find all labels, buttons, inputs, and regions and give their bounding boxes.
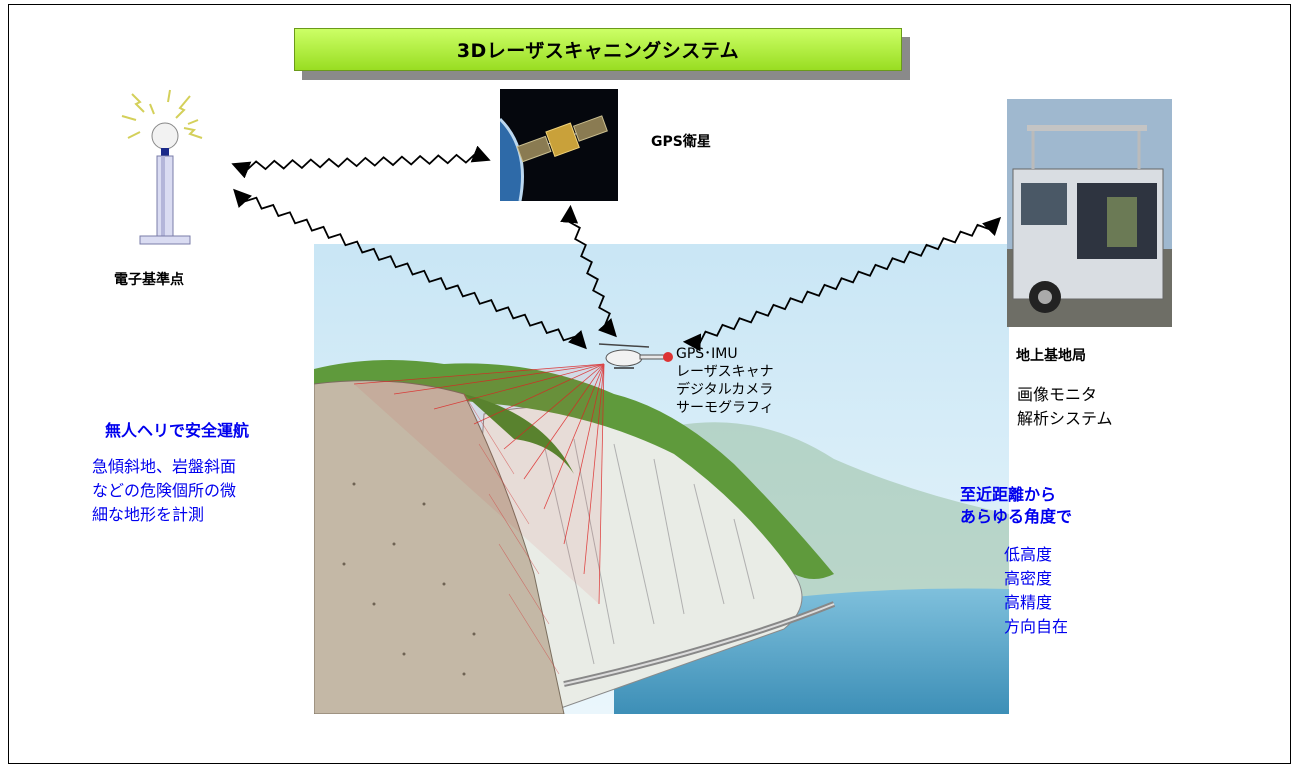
laser-fan (353, 363, 605, 605)
link-station-helicopter (233, 188, 587, 350)
right-item: 高密度 (1004, 569, 1053, 588)
right-item: 高精度 (1004, 593, 1053, 612)
ground-station-item: 画像モニタ (1017, 385, 1098, 404)
ground-station-van-icon (1007, 99, 1172, 327)
link-station-satellite (231, 145, 491, 179)
diagram-title: 3Dレーザスキャニングシステム (294, 28, 902, 71)
right-item: 低高度 (1004, 545, 1053, 564)
left-body-line: 細な地形を計測 (92, 505, 205, 524)
reference-station-icon (121, 89, 203, 245)
reference-point-label: 電子基準点 (114, 272, 184, 288)
gps-satellite-label: GPS衛星 (651, 134, 711, 150)
left-body-line: などの危険個所の微 (92, 481, 237, 500)
ground-station-item: 解析システム (1017, 409, 1113, 428)
left-body-line: 急傾斜地、岩盤斜面 (92, 457, 237, 476)
link-helicopter-ground-station (682, 216, 1002, 352)
helicopter-icon (598, 343, 673, 369)
communication-links (231, 145, 1002, 352)
heli-equipment-item: サーモグラフィ (676, 400, 774, 416)
heli-equipment-item: レーザスキャナ (676, 364, 774, 380)
link-satellite-helicopter (560, 204, 617, 338)
heli-equipment-item: デジタルカメラ (676, 382, 774, 398)
satellite-icon (500, 89, 618, 201)
ground-station-label: 地上基地局 (1016, 348, 1086, 364)
right-heading-line: 至近距離から (960, 485, 1057, 504)
right-heading-line: あらゆる角度で (960, 507, 1073, 526)
left-heading: 無人ヘリで安全運航 (105, 421, 250, 440)
right-item: 方向自在 (1004, 617, 1069, 636)
